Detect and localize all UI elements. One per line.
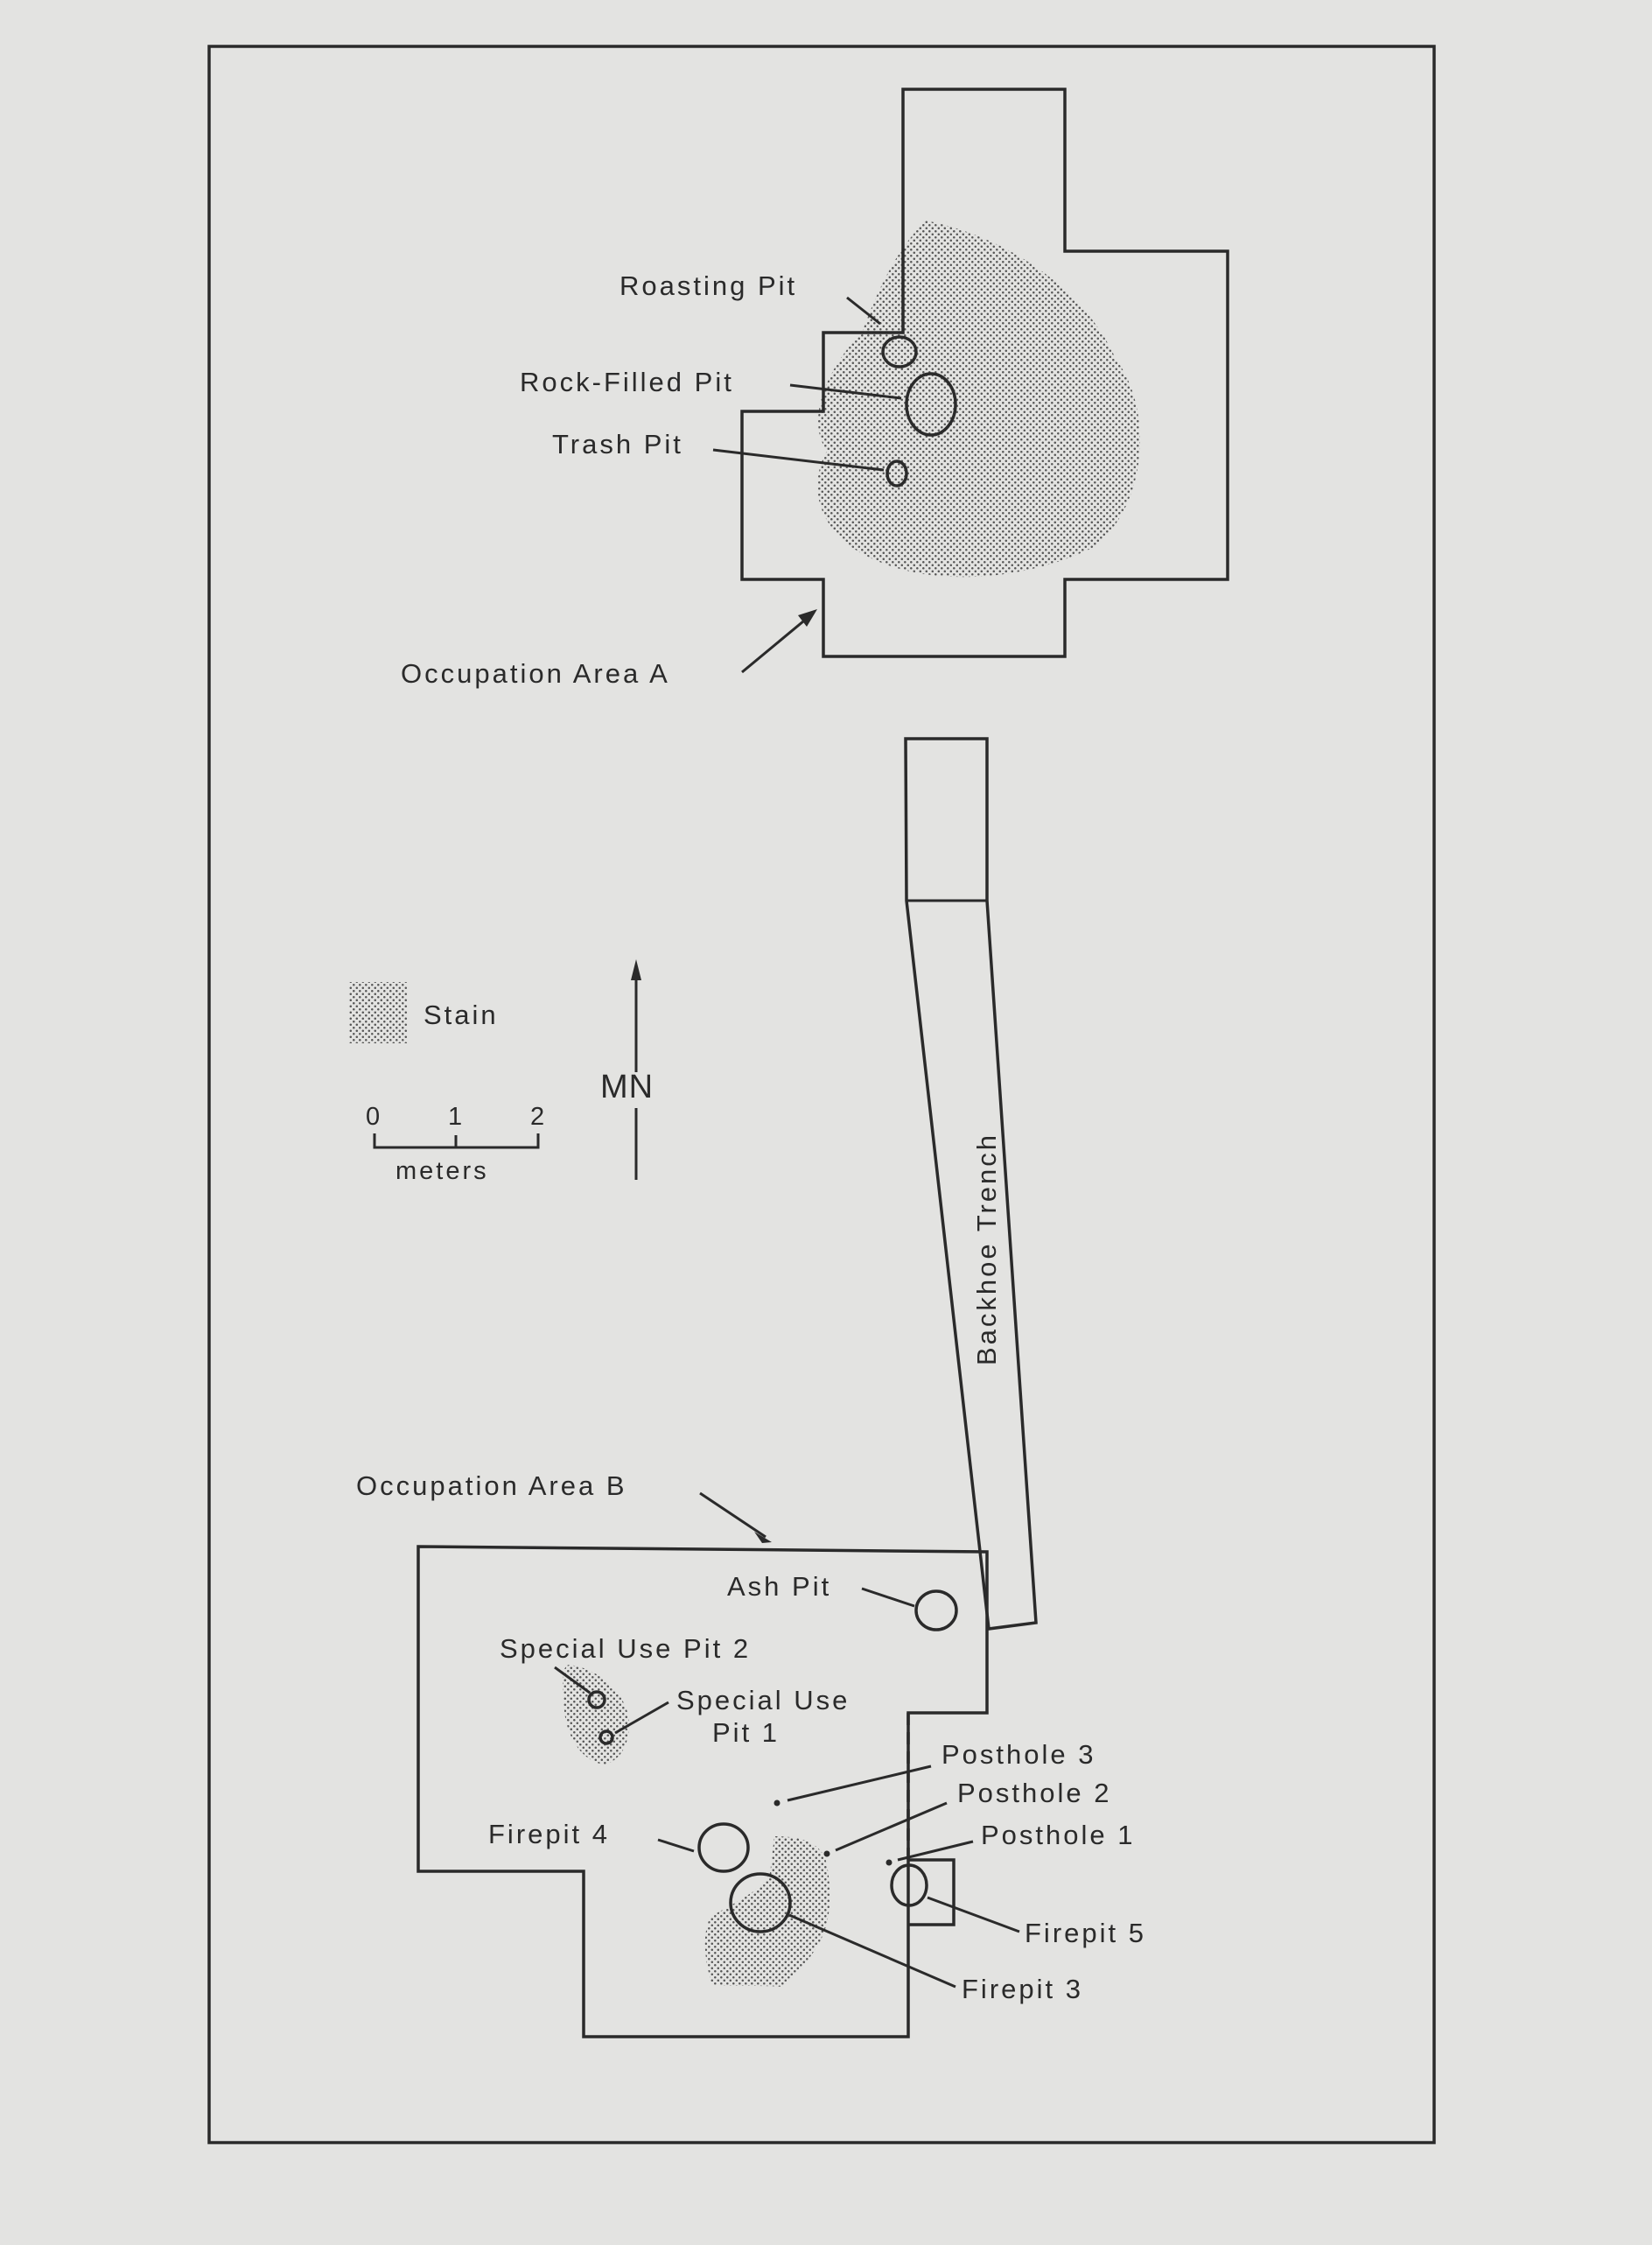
posthole-3-label: Posthole 3 (942, 1739, 1096, 1770)
area-a-arrow-head (798, 609, 817, 627)
ash-pit-leader (861, 1587, 915, 1608)
roasting-pit (881, 335, 918, 368)
backhoe-trench-label: Backhoe Trench (971, 1133, 1002, 1365)
area-b-stain-2 (704, 1836, 830, 1987)
occupation-area-a-label: Occupation Area A (401, 658, 670, 689)
area-a-outline (740, 88, 1229, 658)
firepit-4-label: Firepit 4 (488, 1819, 610, 1849)
north-arrow-head (631, 959, 641, 980)
trash-pit (886, 460, 908, 488)
scale-tick-1: 1 (448, 1103, 465, 1131)
area-b-arrow-line (699, 1491, 766, 1539)
stain-legend-label: Stain (424, 1000, 499, 1030)
area-b-notch (908, 1858, 956, 1926)
posthole-2-label: Posthole 2 (957, 1778, 1112, 1808)
posthole-3-leader (787, 1764, 932, 1802)
special-use-pit-1-leader (614, 1701, 669, 1735)
firepit-5 (890, 1863, 928, 1907)
rock-filled-pit-label: Rock-Filled Pit (520, 367, 734, 397)
area-a-stain (817, 221, 1140, 578)
rock-filled-pit (905, 372, 957, 437)
posthole-1-leader (897, 1840, 974, 1862)
roasting-pit-leader (846, 296, 881, 326)
roasting-pit-label: Roasting Pit (620, 270, 797, 301)
ash-pit-label: Ash Pit (727, 1571, 831, 1602)
firepit-4-leader (657, 1838, 695, 1853)
occupation-area-b-label: Occupation Area B (356, 1470, 627, 1501)
special-use-pit-1-label-line2: Pit 1 (712, 1717, 780, 1748)
posthole-1-label: Posthole 1 (981, 1820, 1136, 1850)
scale-unit-label: meters (396, 1157, 489, 1185)
special-use-pit-2-leader (554, 1666, 591, 1694)
stain-legend-swatch (349, 982, 408, 1043)
special-use-pit-2 (587, 1690, 606, 1709)
posthole-2-leader (835, 1801, 948, 1852)
ash-pit (914, 1589, 958, 1631)
special-use-pit-1 (598, 1729, 614, 1745)
trash-pit-leader (712, 448, 885, 472)
map-frame (207, 45, 1436, 2144)
special-use-pit-2-label: Special Use Pit 2 (500, 1633, 751, 1664)
scale-tick-2: 2 (530, 1103, 547, 1131)
rock-filled-pit-leader (789, 383, 902, 400)
area-b-outline (416, 1545, 989, 2038)
firepit-4 (697, 1822, 750, 1873)
posthole-1 (886, 1859, 892, 1866)
firepit-5-label: Firepit 5 (1025, 1918, 1146, 1948)
posthole-2 (823, 1850, 830, 1857)
special-use-pit-1-label-line1: Special Use (676, 1685, 850, 1715)
posthole-3 (774, 1800, 780, 1807)
area-b-arrow-head (754, 1532, 772, 1543)
scale-bar (373, 1133, 540, 1149)
area-a-arrow-line (741, 611, 815, 674)
scale-tick-0: 0 (366, 1103, 382, 1131)
north-label: MN (600, 1069, 654, 1105)
firepit-3-label: Firepit 3 (962, 1974, 1083, 2004)
firepit-3-leader (788, 1913, 956, 1989)
firepit-3 (729, 1872, 792, 1933)
trash-pit-label: Trash Pit (552, 429, 683, 460)
firepit-5-leader (927, 1896, 1020, 1933)
